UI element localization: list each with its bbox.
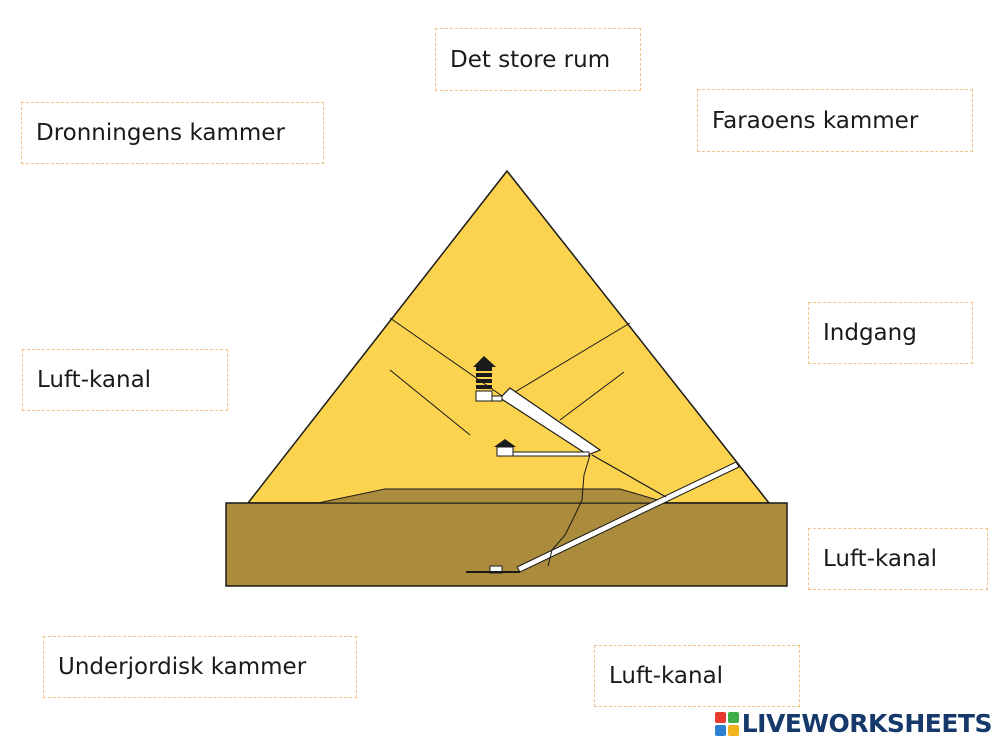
grand-gallery [499,387,602,456]
ground-block [225,502,788,587]
label-dronningens-kammer[interactable]: Dronningens kammer [21,102,324,164]
well-shaft [547,454,591,567]
brand-name: LIVEWORKSHEETS [741,709,993,738]
label-det-store-rum[interactable]: Det store rum [435,28,641,91]
pyramid-interior-lines [389,317,631,436]
pyramid-base-mound [317,488,669,504]
label-faraoens-kammer[interactable]: Faraoens kammer [697,89,973,152]
label-luft-kanal-right[interactable]: Luft-kanal [808,528,988,590]
label-indgang[interactable]: Indgang [808,302,973,364]
ascending-passage [591,454,667,498]
label-luft-kanal-left[interactable]: Luft-kanal [22,349,228,411]
liveworksheets-logo-icon [714,711,739,736]
label-underjordisk-kammer[interactable]: Underjordisk kammer [43,636,357,698]
kings-chamber [473,356,503,402]
subterranean-chamber [466,565,520,574]
label-luft-kanal-bottom[interactable]: Luft-kanal [594,645,800,707]
queens-chamber [494,439,590,457]
liveworksheets-brand: LIVEWORKSHEETS [714,709,993,738]
